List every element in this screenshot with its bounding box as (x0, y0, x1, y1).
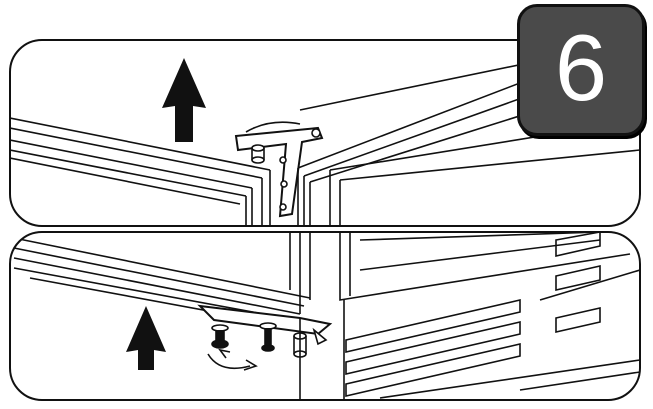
cabinet-side (299, 232, 640, 400)
bottom-panel (9, 231, 641, 401)
bottom-hinge-plate (197, 304, 333, 358)
hinge-bracket (234, 121, 324, 218)
top-panel (9, 39, 641, 227)
step-number-badge: 6 (517, 4, 645, 136)
rotate-arrow-icon (207, 348, 258, 371)
door-frame-left (10, 117, 271, 226)
step-number: 6 (554, 15, 608, 120)
screws (211, 322, 277, 352)
arrow-up-icon (162, 58, 206, 142)
arrow-up-icon (126, 306, 166, 370)
